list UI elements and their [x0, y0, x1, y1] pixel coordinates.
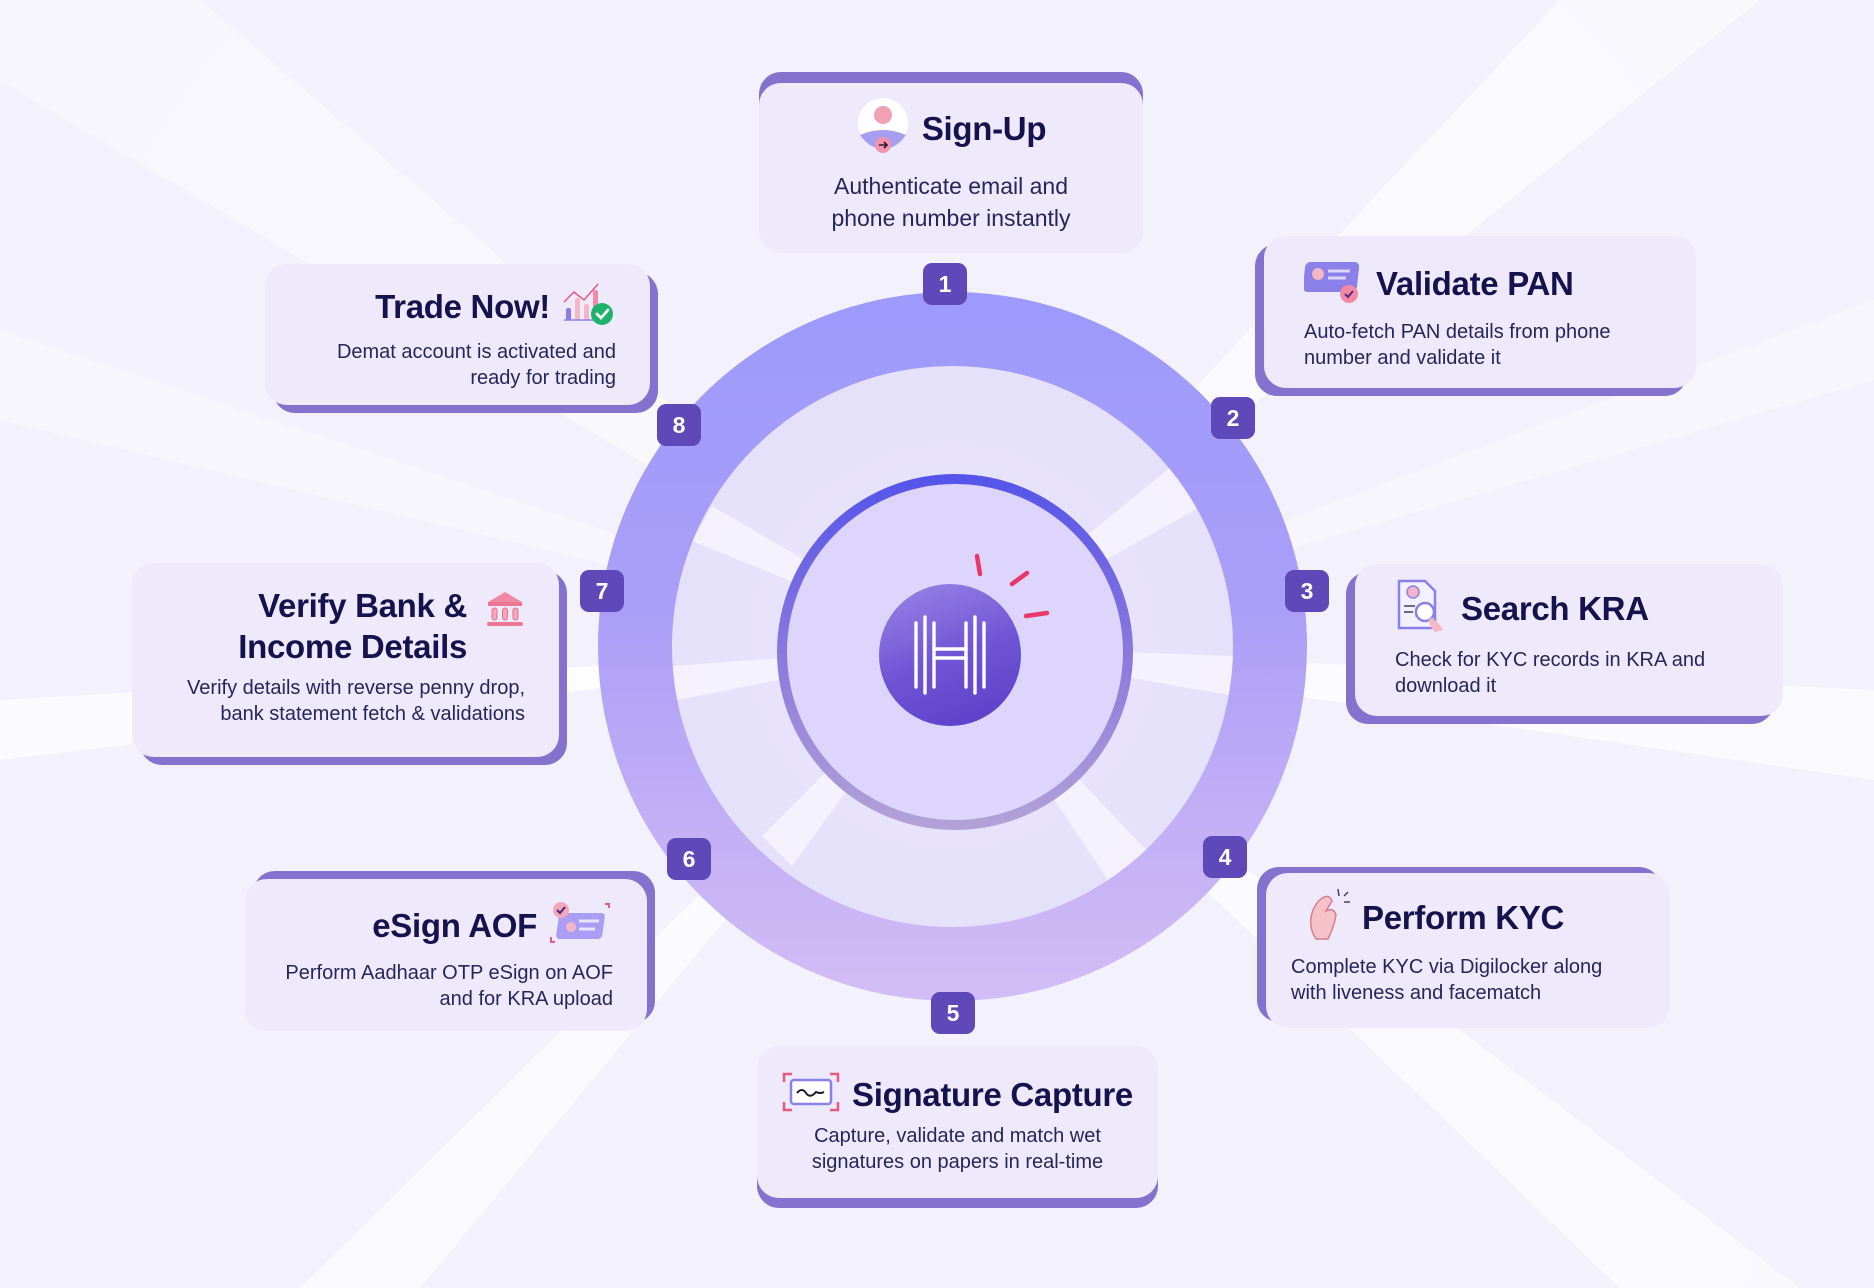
step-number: 8 — [672, 411, 686, 438]
step-badge-4: 4 — [1203, 836, 1247, 878]
step-description-line: Complete KYC via Digilocker along — [1291, 956, 1603, 978]
step-title-line: Verify Bank & — [258, 587, 467, 624]
bank-icon — [485, 589, 525, 634]
step-badge-7: 7 — [580, 570, 624, 612]
step-number: 6 — [682, 845, 696, 872]
step-title: eSign AOF — [372, 906, 537, 944]
step-title: Sign-Up — [921, 109, 1047, 147]
step-badge-1: 1 — [923, 263, 967, 305]
step-card-verify-bank: Verify Bank & Income Details Verify deta… — [132, 563, 559, 757]
step-title: Search KRA — [1461, 589, 1649, 627]
step-badge-5: 5 — [931, 992, 975, 1034]
step-badge-3: 3 — [1285, 570, 1329, 612]
step-title-line: Income Details — [238, 628, 467, 665]
step-description-line: bank statement fetch & validations — [220, 703, 525, 725]
step-card-validate-pan: Validate PAN Auto-fetch PAN details from… — [1264, 236, 1696, 388]
step-description-line: Authenticate email and — [834, 173, 1068, 199]
step-number: 5 — [946, 999, 960, 1026]
step-number: 7 — [595, 577, 609, 604]
step-number: 3 — [1300, 577, 1314, 604]
signature-scan-icon — [782, 1072, 840, 1117]
step-card-trade-now: Trade Now! Demat account is activated an… — [265, 264, 650, 405]
esign-card-icon — [549, 901, 611, 950]
step-description-line: ready for trading — [470, 367, 616, 389]
step-description-line: with liveness and facematch — [1291, 982, 1542, 1004]
step-card-search-kra: Search KRA Check for KYC records in KRA … — [1355, 564, 1783, 716]
step-description-line: Demat account is activated and — [336, 341, 616, 363]
step-description-line: signatures on papers in real-time — [811, 1151, 1104, 1173]
step-title: Perform KYC — [1362, 898, 1565, 936]
step-badge-6: 6 — [667, 838, 711, 880]
id-card-check-icon — [1302, 258, 1364, 309]
step-description-line: download it — [1395, 675, 1497, 697]
step-badge-8: 8 — [657, 404, 701, 446]
step-badge-2: 2 — [1211, 397, 1255, 439]
step-description-line: and for KRA upload — [439, 988, 613, 1010]
chart-check-icon — [562, 280, 614, 333]
step-number: 2 — [1226, 404, 1240, 431]
step-number: 1 — [938, 270, 952, 297]
core-circle — [777, 474, 1133, 830]
step-card-signature-capture: Signature Capture Capture, validate and … — [757, 1046, 1158, 1198]
h-logo-icon — [879, 584, 1021, 726]
step-description-line: Perform Aadhaar OTP eSign on AOF — [285, 962, 613, 984]
step-description-line: Auto-fetch PAN details from phone — [1304, 321, 1611, 343]
step-card-perform-kyc: Perform KYC Complete KYC via Digilocker … — [1266, 873, 1670, 1028]
document-search-icon — [1395, 578, 1449, 639]
step-description-line: Verify details with reverse penny drop, — [187, 677, 525, 699]
step-title: Signature Capture — [852, 1075, 1133, 1113]
step-card-sign-up: Sign-Up Authenticate email and phone num… — [759, 83, 1143, 253]
step-description-line: Capture, validate and match wet — [814, 1125, 1101, 1147]
step-number: 4 — [1218, 843, 1232, 870]
user-signup-icon — [856, 97, 910, 160]
step-description-line: number and validate it — [1304, 347, 1501, 369]
step-title: Validate PAN — [1376, 264, 1574, 302]
hand-snap-icon — [1306, 887, 1350, 948]
sparkle-icon — [974, 553, 1050, 619]
step-description-line: phone number instantly — [831, 205, 1071, 231]
step-card-esign-aof: eSign AOF Perform Aadhaar OTP eSign on A… — [245, 879, 647, 1031]
step-description-line: Check for KYC records in KRA and — [1395, 649, 1706, 671]
step-title: Trade Now! — [375, 287, 550, 325]
